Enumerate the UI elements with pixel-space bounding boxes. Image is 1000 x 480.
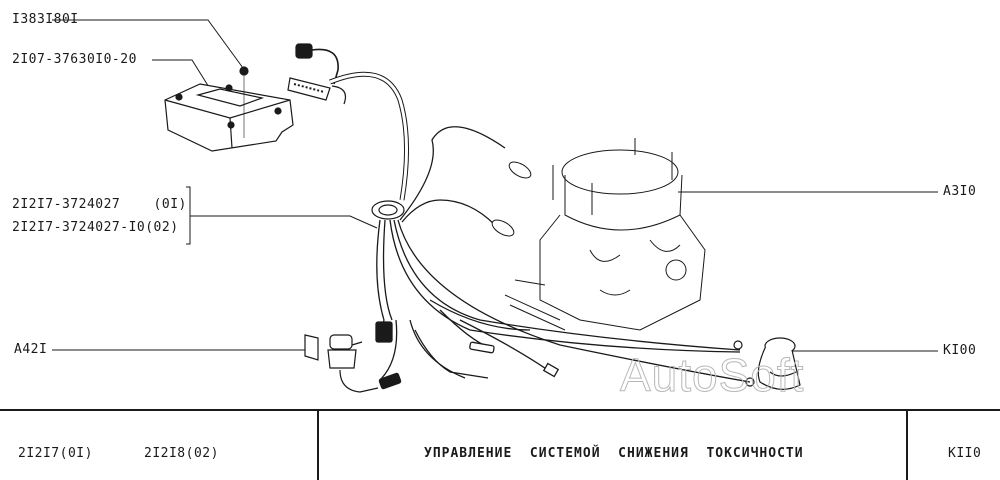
callout-harness-02: 2I2I7-3724027-I0(02) [12, 220, 179, 235]
limit-switch-drawing [304, 334, 379, 393]
solenoid-valve-drawing [733, 337, 801, 390]
ecu-connector-drawing [287, 43, 410, 201]
grommet-drawing [371, 200, 405, 220]
callout-ecu: 2I07-37630I0-20 [12, 52, 137, 67]
callout-harness-01: 2I2I7-3724027 (0I) [12, 197, 187, 212]
watermark: AutoSoft [619, 349, 805, 402]
model-01: 2I2I7(0I) [18, 446, 93, 461]
carburetor-drawing [491, 138, 706, 331]
leader-lines [52, 19, 938, 352]
callout-carburetor: A3I0 [943, 184, 977, 199]
page-title: УПРАВЛЕНИЕ СИСТЕМОЙ СНИЖЕНИЯ ТОКСИЧНОСТИ [424, 446, 804, 461]
callout-nut: I383I80I [12, 12, 79, 27]
ecu-unit-drawing [164, 66, 294, 152]
title-block-frame [0, 409, 1000, 480]
page-code: KII0 [948, 446, 982, 461]
wire-harness-drawing [375, 126, 751, 390]
callout-valve: KI00 [943, 343, 977, 358]
model-02: 2I2I8(02) [144, 446, 219, 461]
callout-sensor: A42I [14, 342, 48, 357]
